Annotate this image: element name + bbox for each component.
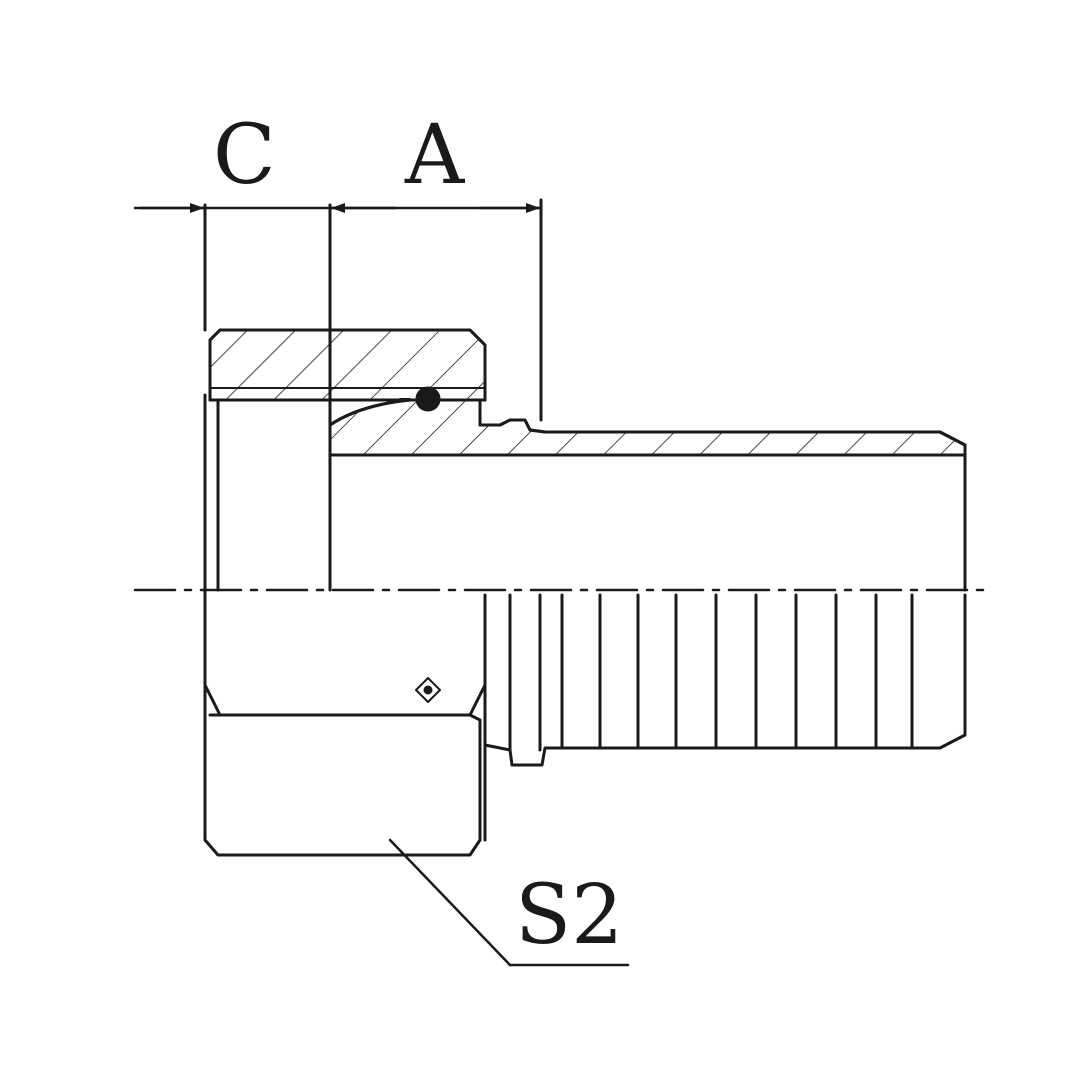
nipple-section [328, 398, 967, 592]
callout-label-s2: S2 [515, 868, 623, 963]
nut-detail-mark [415, 677, 441, 703]
nut-section [208, 328, 487, 402]
dimension-label-a: A [404, 108, 466, 203]
hose-shank [483, 593, 967, 767]
s2-leader [388, 838, 630, 967]
nut-hex-body [203, 393, 487, 857]
dimension-label-c: C [213, 108, 276, 203]
o-ring [399, 386, 441, 412]
